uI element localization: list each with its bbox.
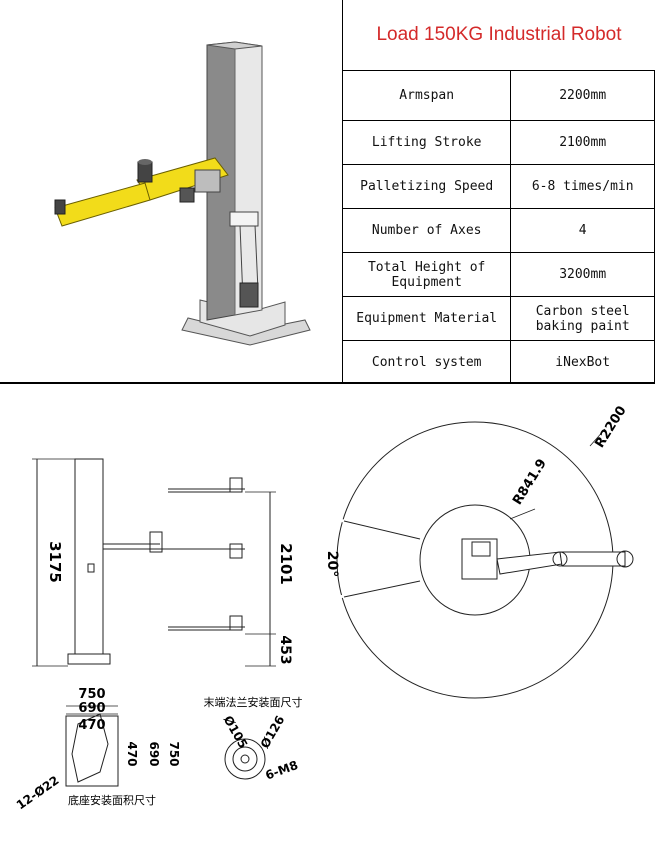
spec-label: Lifting Stroke <box>341 120 512 165</box>
radius-outer-label: R2200 <box>592 404 629 451</box>
base-690v-label: 690 <box>147 741 161 766</box>
flange-d105-label: Ø105 <box>221 713 251 751</box>
column-outline <box>74 458 104 655</box>
spec-value: 2100mm <box>510 120 655 165</box>
angle-label: 20° <box>324 551 340 577</box>
table-row: Armspan 2200mm <box>341 70 655 121</box>
spec-label: Equipment Material <box>341 296 512 341</box>
table-row: Lifting Stroke 2100mm <box>341 120 655 165</box>
table-row: Palletizing Speed 6-8 times/min <box>341 164 655 209</box>
radius-inner-label: R841.9 <box>510 456 550 507</box>
lift-stroke-label: 2101 <box>277 543 295 585</box>
page-title: Load 150KG Industrial Robot <box>376 24 622 45</box>
vertical-divider <box>342 0 343 383</box>
base-750-label: 750 <box>78 687 105 702</box>
spec-table: Armspan 2200mm Lifting Stroke 2100mm Pal… <box>341 70 655 384</box>
base-470v-label: 470 <box>125 741 139 766</box>
spec-label: Palletizing Speed <box>341 164 512 209</box>
base-470-label: 470 <box>78 718 105 733</box>
flange-bolts-label: 6-M8 <box>263 758 299 783</box>
spec-label: Control system <box>341 340 512 384</box>
base-holes-label: 12-Ø22 <box>14 773 62 812</box>
spec-label: Total Height of Equipment <box>341 252 512 297</box>
base-750v-label: 750 <box>167 741 181 766</box>
base-offset-label: 453 <box>277 635 293 664</box>
base-690-label: 690 <box>78 701 105 716</box>
base-caption: 底座安装面积尺寸 <box>68 793 156 807</box>
table-row: Total Height of Equipment 3200mm <box>341 252 655 297</box>
spec-label: Number of Axes <box>341 208 512 253</box>
technical-drawing: 3175 2101 453 20° R841.9 R2200 750 690 4… <box>14 404 634 812</box>
height-total-label: 3175 <box>46 541 64 583</box>
spec-value: Carbon steel baking paint <box>510 296 655 341</box>
table-row: Control system iNexBot <box>341 340 655 384</box>
spec-value: 3200mm <box>510 252 655 297</box>
table-row: Number of Axes 4 <box>341 208 655 253</box>
table-row: Equipment Material Carbon steel baking p… <box>341 296 655 341</box>
spec-label: Armspan <box>341 70 512 121</box>
flange-caption: 末端法兰安装面尺寸 <box>204 695 303 709</box>
flange-d126-label: Ø126 <box>258 713 288 751</box>
spec-value: 6-8 times/min <box>510 164 655 209</box>
spec-value: 4 <box>510 208 655 253</box>
spec-value: iNexBot <box>510 340 655 384</box>
robot-illustration <box>54 41 311 346</box>
spec-value: 2200mm <box>510 70 655 121</box>
flange-outer <box>224 738 266 780</box>
section-divider <box>0 382 655 384</box>
